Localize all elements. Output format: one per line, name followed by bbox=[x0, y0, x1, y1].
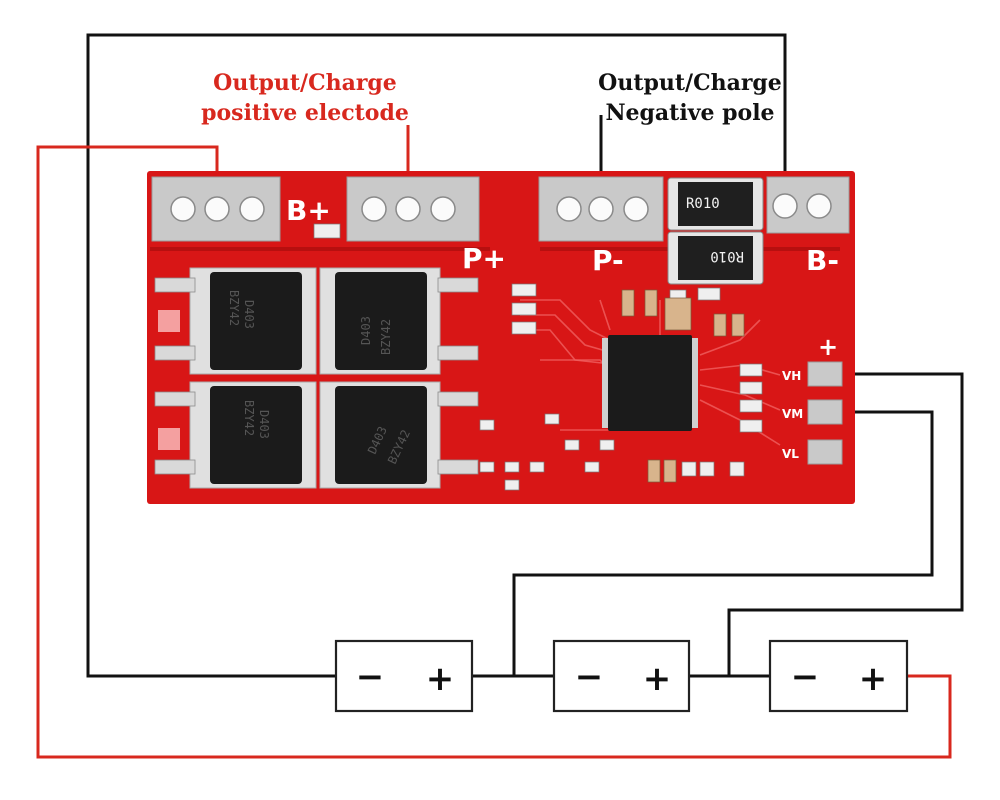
pad-hole bbox=[588, 196, 614, 222]
test-pad bbox=[158, 310, 180, 332]
vh-label: VH bbox=[782, 369, 801, 383]
battery-2-minus: − bbox=[575, 657, 604, 697]
p-minus-label: P- bbox=[592, 244, 624, 277]
mosfet-3: D403 BZY42 bbox=[154, 381, 317, 489]
shunt-resistor-2: R010 bbox=[667, 231, 764, 285]
resistor-label-1: R010 bbox=[686, 196, 720, 212]
negative-callout-line1: Output/Charge bbox=[598, 70, 782, 96]
bms-board: B+ P+ P- R010 R010 B- + bbox=[147, 171, 855, 504]
test-pad bbox=[158, 428, 180, 450]
mosfet-2-line2: BZY42 bbox=[379, 319, 393, 355]
vl-pad bbox=[807, 439, 843, 465]
mosfet-1-line2: BZY42 bbox=[227, 290, 241, 326]
shunt-resistor-1: R010 bbox=[667, 177, 764, 231]
p-plus-label: P+ bbox=[462, 242, 506, 275]
battery-1-plus: + bbox=[426, 659, 455, 699]
mosfet-2-line1: D403 bbox=[359, 316, 373, 345]
b-plus-wire bbox=[36, 145, 952, 759]
negative-callout-line2: Negative pole bbox=[605, 100, 774, 126]
balance-plus-label: + bbox=[818, 333, 838, 361]
battery-1-minus: − bbox=[356, 657, 385, 697]
mosfet-1: D403 BZY42 bbox=[154, 267, 317, 375]
pad-hole bbox=[170, 196, 196, 222]
wires bbox=[36, 33, 964, 759]
battery-2: − + bbox=[552, 639, 691, 713]
battery-1-body bbox=[334, 639, 474, 713]
battery-1: − + bbox=[334, 639, 474, 713]
pad-hole bbox=[361, 196, 387, 222]
mosfet-4: D403 BZY42 bbox=[319, 381, 479, 489]
mosfet-3-line2: BZY42 bbox=[242, 400, 256, 436]
battery-3-plus: + bbox=[859, 659, 888, 699]
vm-balance-wire bbox=[512, 410, 934, 676]
small-resistor bbox=[313, 223, 341, 239]
battery-3-minus: − bbox=[791, 657, 820, 697]
vh-balance-wire bbox=[727, 372, 964, 676]
pad-hole bbox=[395, 196, 421, 222]
controller-ic bbox=[602, 335, 698, 431]
positive-callout-line2: positive electode bbox=[201, 100, 409, 126]
pad-hole bbox=[204, 196, 230, 222]
vm-pad bbox=[807, 399, 843, 425]
pad-hole bbox=[239, 196, 265, 222]
mosfet-3-line1: D403 bbox=[257, 410, 271, 439]
pad-hole bbox=[430, 196, 456, 222]
b-minus-wire bbox=[86, 33, 787, 678]
balance-pads: VH VM VL bbox=[782, 361, 843, 465]
positive-callout-line1: Output/Charge bbox=[213, 70, 397, 96]
battery-2-body bbox=[552, 639, 691, 713]
battery-3: − + bbox=[768, 639, 909, 713]
vm-label: VM bbox=[782, 407, 803, 421]
vh-pad bbox=[807, 361, 843, 387]
pad-hole bbox=[556, 196, 582, 222]
mosfet-1-line1: D403 bbox=[242, 300, 256, 329]
vl-label: VL bbox=[782, 447, 799, 461]
pad-hole bbox=[772, 193, 798, 219]
battery-2-plus: + bbox=[643, 659, 672, 699]
mosfet-2: D403 BZY42 bbox=[319, 267, 479, 375]
b-minus-label: B- bbox=[806, 244, 839, 277]
battery-3-body bbox=[768, 639, 909, 713]
small-components bbox=[479, 283, 763, 491]
pad-hole bbox=[623, 196, 649, 222]
resistor-label-2: R010 bbox=[710, 248, 744, 264]
b-plus-label: B+ bbox=[286, 194, 331, 227]
pad-hole bbox=[806, 193, 832, 219]
